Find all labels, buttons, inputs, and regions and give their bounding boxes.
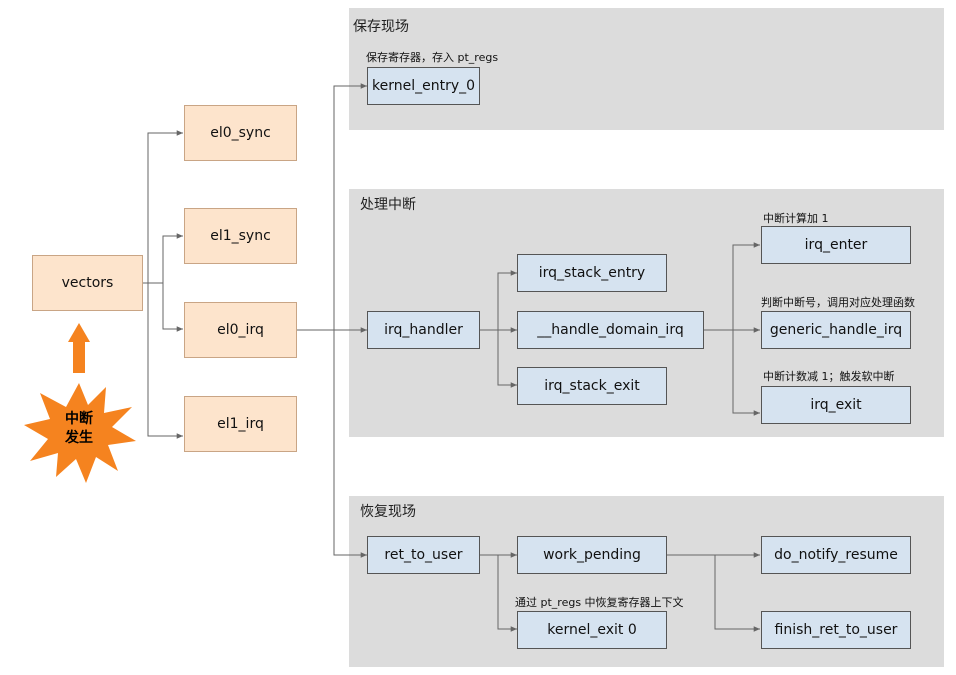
note-generic-handle: 判断中断号，调用对应处理函数 (761, 296, 915, 309)
interrupt-trigger (20, 375, 138, 487)
wire-to-el0-irq (162, 283, 183, 332)
wire-to-el0-sync (147, 130, 183, 283)
node-do-notify-resume[interactable]: do_notify_resume (761, 536, 911, 574)
node-irq-stack-exit[interactable]: irq_stack_exit (517, 367, 667, 405)
wire-to-el1-irq (147, 283, 183, 439)
node-irq-stack-entry[interactable]: irq_stack_entry (517, 254, 667, 292)
node-irq-exit[interactable]: irq_exit (761, 386, 911, 424)
node-vectors[interactable]: vectors (32, 255, 143, 311)
note-irq-exit: 中断计数减 1；触发软中断 (763, 370, 895, 383)
node-ret-to-user[interactable]: ret_to_user (367, 536, 480, 574)
node-generic-handle-irq[interactable]: generic_handle_irq (761, 311, 911, 349)
panel-handle-title: 处理中断 (360, 197, 416, 213)
node-el0-irq[interactable]: el0_irq (184, 302, 297, 358)
wire-to-ret-to-user (333, 330, 367, 558)
starburst-icon (24, 383, 136, 483)
up-arrow-icon (68, 323, 90, 373)
panel-restore-title: 恢复现场 (360, 504, 416, 520)
node-el1-irq[interactable]: el1_irq (184, 396, 297, 452)
wire-to-kernel-exit (497, 555, 517, 632)
node-finish-ret-to-user[interactable]: finish_ret_to_user (761, 611, 911, 649)
wire-to-stack-exit (497, 330, 517, 388)
node-irq-enter[interactable]: irq_enter (761, 226, 911, 264)
node-irq-handler[interactable]: irq_handler (367, 311, 480, 349)
node-kernel-exit-0[interactable]: kernel_exit 0 (517, 611, 667, 649)
node-handle-domain-irq[interactable]: __handle_domain_irq (517, 311, 704, 349)
wire-to-el1-sync (162, 233, 183, 283)
wire-to-irq-enter (732, 242, 760, 330)
interrupt-trigger-label: 中断 发生 (20, 410, 138, 448)
node-el1-sync[interactable]: el1_sync (184, 208, 297, 264)
trigger-line-1: 中断 (65, 411, 93, 427)
wire-to-kernel-entry (333, 83, 367, 330)
wire-to-stack-entry (497, 270, 517, 330)
node-el0-sync[interactable]: el0_sync (184, 105, 297, 161)
note-irq-enter: 中断计算加 1 (763, 212, 829, 225)
note-save-regs: 保存寄存器，存入 pt_regs (366, 51, 499, 64)
node-work-pending[interactable]: work_pending (517, 536, 667, 574)
wire-to-irq-exit (732, 330, 760, 416)
note-restore-regs: 通过 pt_regs 中恢复寄存器上下文 (515, 596, 684, 609)
node-kernel-entry-0[interactable]: kernel_entry_0 (367, 67, 480, 105)
wire-to-finish (714, 555, 760, 632)
trigger-line-2: 发生 (65, 430, 93, 446)
panel-save-title: 保存现场 (353, 19, 409, 35)
